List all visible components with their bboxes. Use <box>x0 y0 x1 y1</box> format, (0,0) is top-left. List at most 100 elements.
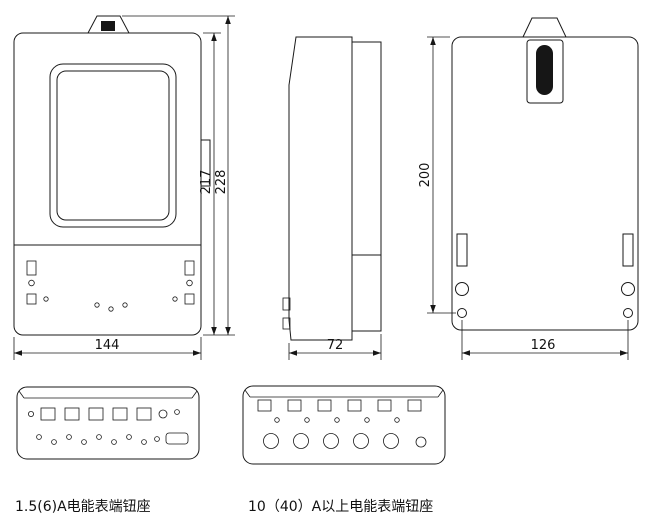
terminal-square <box>347 399 362 412</box>
front-bottom-dots <box>94 302 128 312</box>
terminal-circle <box>263 433 279 449</box>
terminal-dot <box>96 434 102 440</box>
terminal-square <box>64 407 80 421</box>
dimension-label-144: 144 <box>95 338 120 353</box>
seal-slot <box>26 293 37 305</box>
corner-edge <box>244 389 251 398</box>
seal-slot <box>184 260 195 276</box>
terminal-row-middle <box>274 417 400 423</box>
terminal-dot <box>111 439 117 445</box>
seal-hole <box>186 279 193 287</box>
terminal-block-outline <box>16 386 200 460</box>
arrowhead <box>620 350 628 356</box>
terminal-square <box>407 399 422 412</box>
hanging-keyhole <box>536 45 553 95</box>
terminal-square <box>112 407 128 421</box>
terminal-circle <box>383 433 399 449</box>
terminal-dot <box>81 439 87 445</box>
terminal-dot <box>274 417 280 423</box>
terminal-row-top <box>27 407 180 421</box>
terminal-block-small <box>16 386 200 460</box>
arrowhead <box>193 350 201 356</box>
terminal-dot <box>304 417 310 423</box>
terminal-seal-right <box>172 260 195 305</box>
dot <box>108 306 114 312</box>
bracket-hole <box>101 21 115 31</box>
seal-dot <box>172 296 178 302</box>
meter-body <box>13 32 202 336</box>
display-window-outer <box>49 63 177 228</box>
terminal-dot <box>174 409 180 415</box>
seal-slot <box>184 293 195 305</box>
terminal-dot <box>51 439 57 445</box>
dimension-label-228: 228 <box>214 170 229 195</box>
terminal-square <box>40 407 56 421</box>
terminal-square <box>88 407 104 421</box>
dimension-label-217: 217 <box>199 170 214 195</box>
dot <box>94 302 100 308</box>
terminal-row-bottom <box>263 433 427 449</box>
side-tab <box>200 139 211 187</box>
terminal-dot <box>334 417 340 423</box>
dimension-front-outer-height: 228 <box>122 15 235 336</box>
terminal-square <box>377 399 392 412</box>
hanging-bracket <box>522 17 567 38</box>
terminal-row-top <box>257 399 422 412</box>
terminal-dot <box>364 417 370 423</box>
corner-edge <box>191 390 198 399</box>
mounting-slot-left <box>456 233 468 267</box>
dimension-label-200: 200 <box>418 163 433 188</box>
terminal-square <box>317 399 332 412</box>
terminal-dot <box>66 434 72 440</box>
side-cover-outline <box>288 36 353 341</box>
terminal-circle <box>415 436 427 448</box>
arrowhead <box>225 16 231 24</box>
arrowhead <box>462 350 470 356</box>
arrowhead <box>430 37 436 45</box>
arrowhead <box>373 350 381 356</box>
arrowhead <box>225 327 231 335</box>
screw-hole-right <box>623 308 633 318</box>
side-view <box>282 36 382 341</box>
terminal-square <box>287 399 302 412</box>
terminal-dot <box>126 434 132 440</box>
terminal-circle <box>158 409 168 419</box>
terminal-block-outline <box>242 385 446 465</box>
display-window-inner <box>56 70 170 221</box>
dimension-back-height: 200 <box>418 36 456 314</box>
caption-small-terminal: 1.5(6)A电能表端钮座 <box>15 499 151 515</box>
terminal-square <box>257 399 272 412</box>
terminal-row-bottom <box>36 432 189 445</box>
seal-slot <box>26 260 37 276</box>
terminal-block-large <box>242 385 446 465</box>
arrowhead <box>289 350 297 356</box>
dimension-front-inner-height: 217 <box>199 32 221 335</box>
side-base-outline <box>352 41 382 332</box>
side-lug <box>282 297 291 311</box>
side-lug <box>282 317 291 330</box>
terminal-square <box>136 407 152 421</box>
arrowhead <box>430 305 436 313</box>
terminal-circle <box>323 433 339 449</box>
keyhole-plate <box>526 39 564 104</box>
seal-hole <box>28 279 35 287</box>
terminal-dot <box>394 417 400 423</box>
mounting-slot-right <box>622 233 634 267</box>
dimension-label-72: 72 <box>327 338 344 353</box>
meter-back-body <box>451 36 639 331</box>
front-view <box>13 15 211 336</box>
mounting-hole-right <box>621 282 635 296</box>
back-view <box>451 17 639 331</box>
corner-edge <box>18 390 25 399</box>
arrowhead <box>14 350 22 356</box>
dimension-side-width: 72 <box>288 334 382 360</box>
screw-hole-left <box>457 308 467 318</box>
corner-edge <box>437 389 444 398</box>
terminal-dot <box>154 436 160 442</box>
terminal-circle <box>353 433 369 449</box>
dot <box>122 302 128 308</box>
terminal-dot <box>141 439 147 445</box>
terminal-pill <box>165 432 189 445</box>
terminal-dot <box>36 434 42 440</box>
